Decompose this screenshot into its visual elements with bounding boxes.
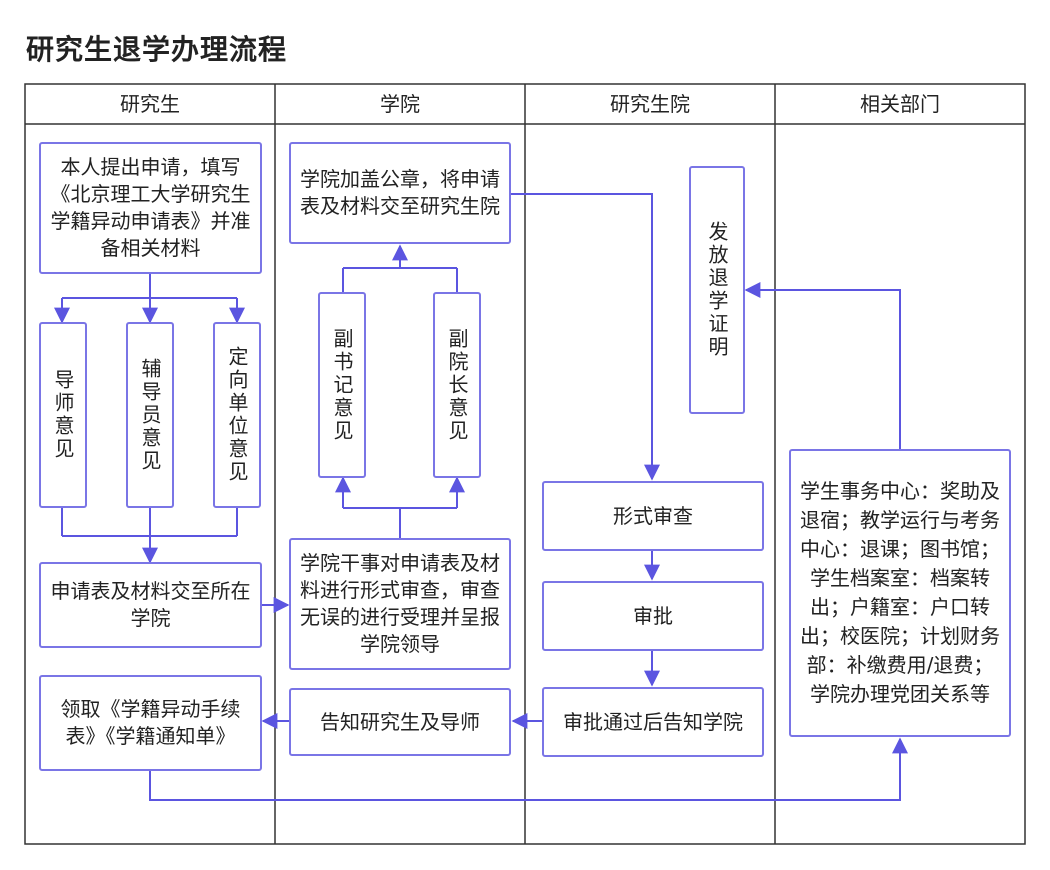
node-receive-forms: 领取《学籍异动手续表》《学籍通知单》 (39, 675, 262, 771)
node-approval: 审批 (542, 581, 764, 651)
node-notify-student: 告知研究生及导师 (289, 688, 511, 756)
node-related-departments: 学生事务中心：奖助及退宿；教学运行与考务中心：退课；图书馆；学生档案室：档案转出… (789, 449, 1011, 737)
node-text: 副书记意见 (330, 327, 354, 443)
node-college-formal-review: 学院干事对申请表及材料进行形式审查，审查无误的进行受理并呈报学院领导 (289, 538, 511, 670)
node-submit-application: 本人提出申请，填写《北京理工大学研究生学籍异动申请表》并准备相关材料 (39, 142, 262, 274)
node-college-stamp: 学院加盖公章，将申请表及材料交至研究生院 (289, 142, 511, 244)
node-text: 学生事务中心：奖助及退宿；教学运行与考务中心：退课；图书馆；学生档案室：档案转出… (800, 479, 1000, 706)
node-text: 副院长意见 (445, 327, 469, 443)
node-formal-review: 形式审查 (542, 481, 764, 551)
node-notify-college: 审批通过后告知学院 (542, 687, 764, 757)
node-counselor-opinion: 辅导员意见 (126, 322, 174, 508)
node-text: 定向单位意见 (225, 346, 249, 484)
node-text: 审批 (633, 603, 673, 628)
lane-header-college: 学院 (380, 92, 420, 116)
node-sponsor-unit-opinion: 定向单位意见 (213, 322, 261, 508)
node-text: 形式审查 (613, 503, 693, 528)
node-text: 申请表及材料交至所在学院 (50, 579, 251, 630)
node-issue-withdrawal-certificate: 发放退学证明 (689, 166, 745, 414)
node-vice-dean-opinion: 副院长意见 (433, 292, 481, 478)
node-text: 辅导员意见 (138, 357, 162, 473)
node-text: 发放退学证明 (705, 221, 729, 359)
node-submit-to-college: 申请表及材料交至所在学院 (39, 562, 262, 648)
node-text: 本人提出申请，填写《北京理工大学研究生学籍异动申请表》并准备相关材料 (50, 155, 251, 260)
node-text: 学院加盖公章，将申请表及材料交至研究生院 (300, 167, 500, 218)
node-text: 审批通过后告知学院 (563, 709, 743, 734)
connector-arrows (54, 193, 908, 801)
node-text: 告知研究生及导师 (320, 709, 480, 734)
node-vice-secretary-opinion: 副书记意见 (318, 292, 366, 478)
page-title: 研究生退学办理流程 (26, 33, 288, 66)
node-text: 领取《学籍异动手续表》《学籍通知单》 (60, 697, 241, 748)
lane-header-graduate-student: 研究生 (120, 92, 180, 116)
node-text: 学院干事对申请表及材料进行形式审查，审查无误的进行受理并呈报学院领导 (300, 551, 500, 656)
node-text: 导师意见 (51, 369, 75, 461)
lane-header-graduate-school: 研究生院 (610, 92, 690, 116)
lane-header-related-departments: 相关部门 (860, 92, 940, 116)
node-advisor-opinion: 导师意见 (39, 322, 87, 508)
